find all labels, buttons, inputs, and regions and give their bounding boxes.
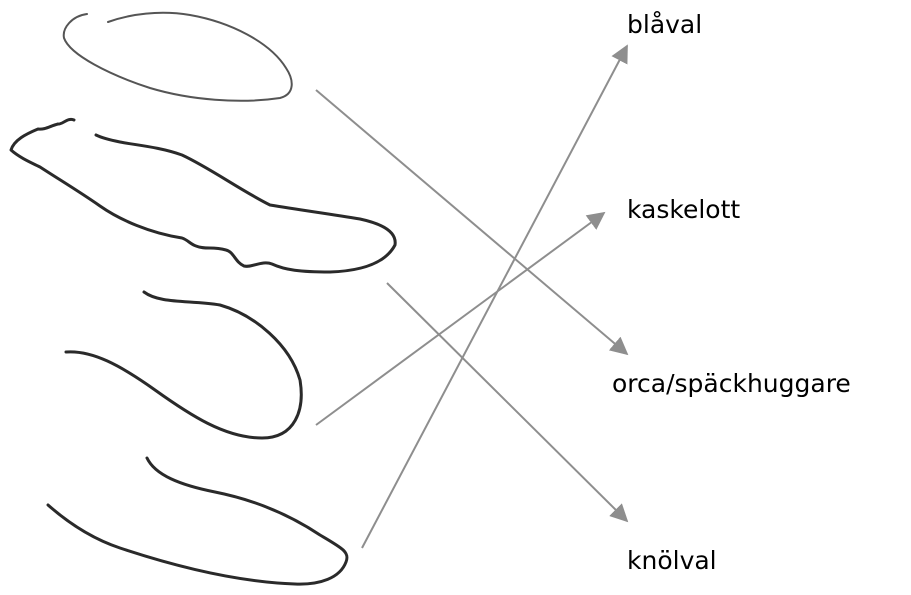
arrow-whale-1-to-orca: [316, 90, 627, 354]
whale-outline-3-body: [66, 292, 301, 438]
whale-outline-1-body: [64, 13, 292, 101]
label-knolval: knölval: [627, 548, 717, 573]
arrow-whale-2-to-knolval: [387, 283, 627, 521]
label-orca-spackhuggare: orca/späckhuggare: [612, 371, 851, 396]
whale-outline-1: [64, 13, 292, 101]
whale-outline-2: [11, 119, 395, 272]
label-kaskelott: kaskelott: [627, 197, 740, 222]
whale-outline-4-body: [48, 458, 347, 584]
whale-outline-2-body: [11, 119, 395, 272]
arrow-whale-3-to-kaskelott: [316, 213, 604, 425]
whale-outline-4: [48, 458, 347, 584]
label-blaval: blåval: [627, 12, 702, 37]
connection-arrows: [316, 46, 627, 548]
whale-outline-3: [66, 292, 301, 438]
